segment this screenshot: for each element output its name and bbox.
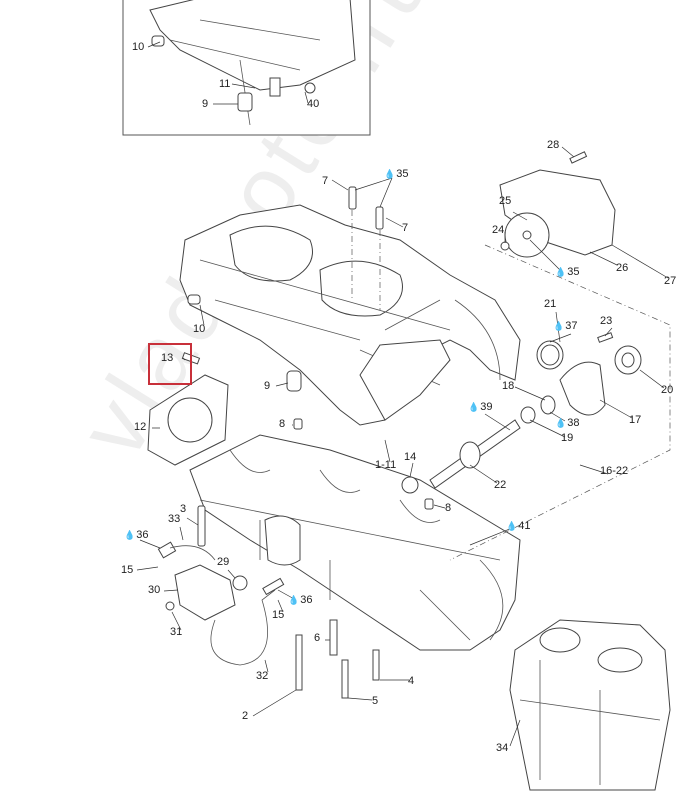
callout-14[interactable]: 14 [404, 451, 417, 463]
callout-5[interactable]: 5 [372, 695, 379, 707]
callout-38[interactable]: 💧38 [555, 417, 580, 429]
callout-11-inset[interactable]: 11 [219, 78, 231, 90]
callout-17[interactable]: 17 [629, 414, 642, 426]
callout-36[interactable]: 💧36 [124, 529, 149, 541]
oil-drop-icon: 💧 [288, 595, 300, 605]
callout-27[interactable]: 27 [664, 275, 677, 287]
callout-32[interactable]: 32 [256, 670, 269, 682]
callout-41[interactable]: 💧41 [506, 520, 531, 532]
callout-40-inset[interactable]: 40 [307, 98, 320, 110]
callout-13[interactable]: 13 [161, 352, 174, 364]
hardware [147, 151, 671, 791]
upper-crankcase [179, 204, 521, 426]
callout-24[interactable]: 24 [492, 224, 505, 236]
callout-20[interactable]: 20 [661, 384, 674, 396]
callout-29[interactable]: 29 [217, 556, 230, 568]
callout-39[interactable]: 💧39 [468, 401, 493, 413]
callout-30[interactable]: 30 [148, 584, 161, 596]
callout-21[interactable]: 21 [544, 298, 557, 310]
callout-7[interactable]: 7 [322, 175, 329, 187]
callout-28[interactable]: 28 [547, 139, 560, 151]
callout-34[interactable]: 34 [496, 742, 509, 754]
callout-36b[interactable]: 💧36 [288, 594, 313, 606]
callout-35[interactable]: 💧35 [384, 168, 409, 180]
inset-detail [122, 0, 371, 136]
oil-drop-icon: 💧 [555, 418, 567, 428]
callout-2[interactable]: 2 [242, 710, 249, 722]
oil-drop-icon: 💧 [553, 321, 565, 331]
lower-crankcase [189, 434, 521, 651]
callout-15b[interactable]: 15 [272, 609, 285, 621]
callout-16-22[interactable]: 16-22 [600, 465, 629, 477]
callout-31[interactable]: 31 [170, 626, 183, 638]
callout-22[interactable]: 22 [494, 479, 507, 491]
callout-3[interactable]: 3 [180, 503, 187, 515]
callout-4[interactable]: 4 [408, 675, 415, 687]
oil-drop-icon: 💧 [506, 521, 518, 531]
highlight-box-part-13 [148, 343, 192, 385]
callout-10-inset[interactable]: 10 [132, 41, 145, 53]
callout-10[interactable]: 10 [193, 323, 206, 335]
callout-25[interactable]: 25 [499, 195, 512, 207]
callout-7b[interactable]: 7 [402, 222, 409, 234]
callout-9-inset[interactable]: 9 [202, 98, 209, 110]
callout-8[interactable]: 8 [279, 418, 286, 430]
callout-23[interactable]: 23 [600, 315, 613, 327]
callout-37[interactable]: 💧37 [553, 320, 578, 332]
callout-12[interactable]: 12 [134, 421, 147, 433]
callout-19[interactable]: 19 [561, 432, 574, 444]
callout-15[interactable]: 15 [121, 564, 134, 576]
callout-9[interactable]: 9 [264, 380, 271, 392]
callout-35b[interactable]: 💧35 [555, 266, 580, 278]
callout-18[interactable]: 18 [502, 380, 515, 392]
oil-drop-icon: 💧 [468, 402, 480, 412]
callout-33[interactable]: 33 [168, 513, 181, 525]
oil-drop-icon: 💧 [555, 267, 567, 277]
oil-drop-icon: 💧 [384, 169, 396, 179]
callout-1-11[interactable]: 1-11 [375, 459, 397, 471]
leader-lines [136, 41, 669, 747]
oil-drop-icon: 💧 [124, 530, 136, 540]
callout-8b[interactable]: 8 [445, 502, 452, 514]
callout-6[interactable]: 6 [314, 632, 321, 644]
callout-26[interactable]: 26 [616, 262, 629, 274]
